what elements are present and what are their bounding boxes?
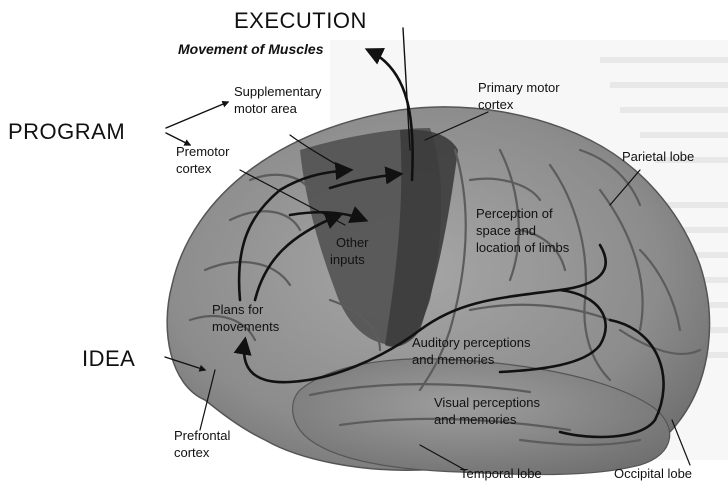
execution-label: EXECUTION xyxy=(234,8,367,33)
supplementary-motor-area-label: Supplementary motor area xyxy=(234,84,325,116)
prefrontal-cortex-label: Prefrontal cortex xyxy=(174,428,234,460)
occipital-lobe-label: Occipital lobe xyxy=(614,466,692,481)
premotor-cortex-label: Premotor cortex xyxy=(176,144,233,176)
parietal-lobe-label: Parietal lobe xyxy=(622,149,694,164)
program-label: PROGRAM xyxy=(8,119,125,144)
movement-of-muscles-label: Movement of Muscles xyxy=(178,41,324,57)
idea-label: IDEA xyxy=(82,346,135,371)
program-arrow-upper xyxy=(166,102,228,128)
temporal-lobe-label: Temporal lobe xyxy=(460,466,542,481)
